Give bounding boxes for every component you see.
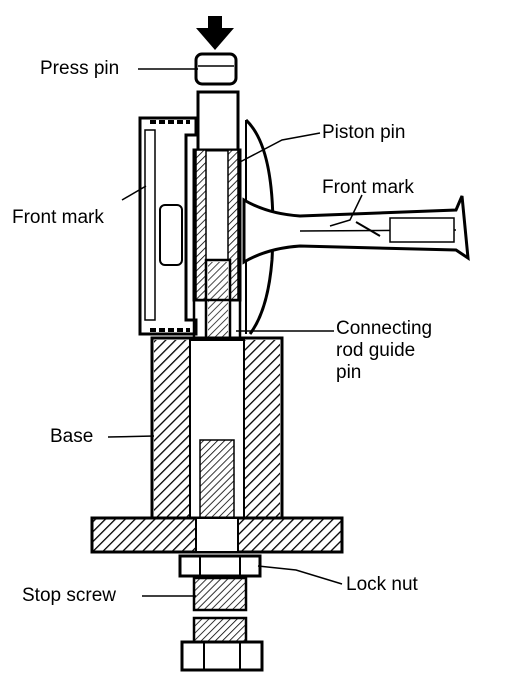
front-mark-label-left: Front mark bbox=[12, 207, 104, 228]
connecting-rod-guide-pin-label-line-2: rod guide bbox=[336, 340, 416, 361]
piston-pin bbox=[192, 90, 242, 302]
piston-pin-label: Piston pin bbox=[322, 122, 406, 143]
down-arrow-icon bbox=[196, 16, 234, 50]
front-mark-label-right: Front mark bbox=[322, 177, 414, 198]
stop-screw-label: Stop screw bbox=[22, 585, 116, 606]
press-pin-label: Press pin bbox=[40, 58, 120, 79]
base bbox=[90, 336, 344, 554]
piston bbox=[138, 116, 275, 336]
connecting-rod bbox=[242, 195, 470, 265]
stop-screw bbox=[180, 576, 264, 672]
base-label: Base bbox=[50, 426, 94, 447]
lock-nut-label: Lock nut bbox=[346, 574, 418, 595]
connecting-rod-guide-pin-label-line-3: pin bbox=[336, 362, 362, 383]
leader-lines bbox=[107, 68, 363, 597]
connecting-rod-guide-pin-label: Connecting rod guide pin bbox=[336, 318, 432, 384]
connecting-rod-guide-pin-label-line-1: Connecting bbox=[336, 318, 433, 339]
lock-nut bbox=[178, 554, 262, 578]
press-pin bbox=[194, 52, 238, 86]
